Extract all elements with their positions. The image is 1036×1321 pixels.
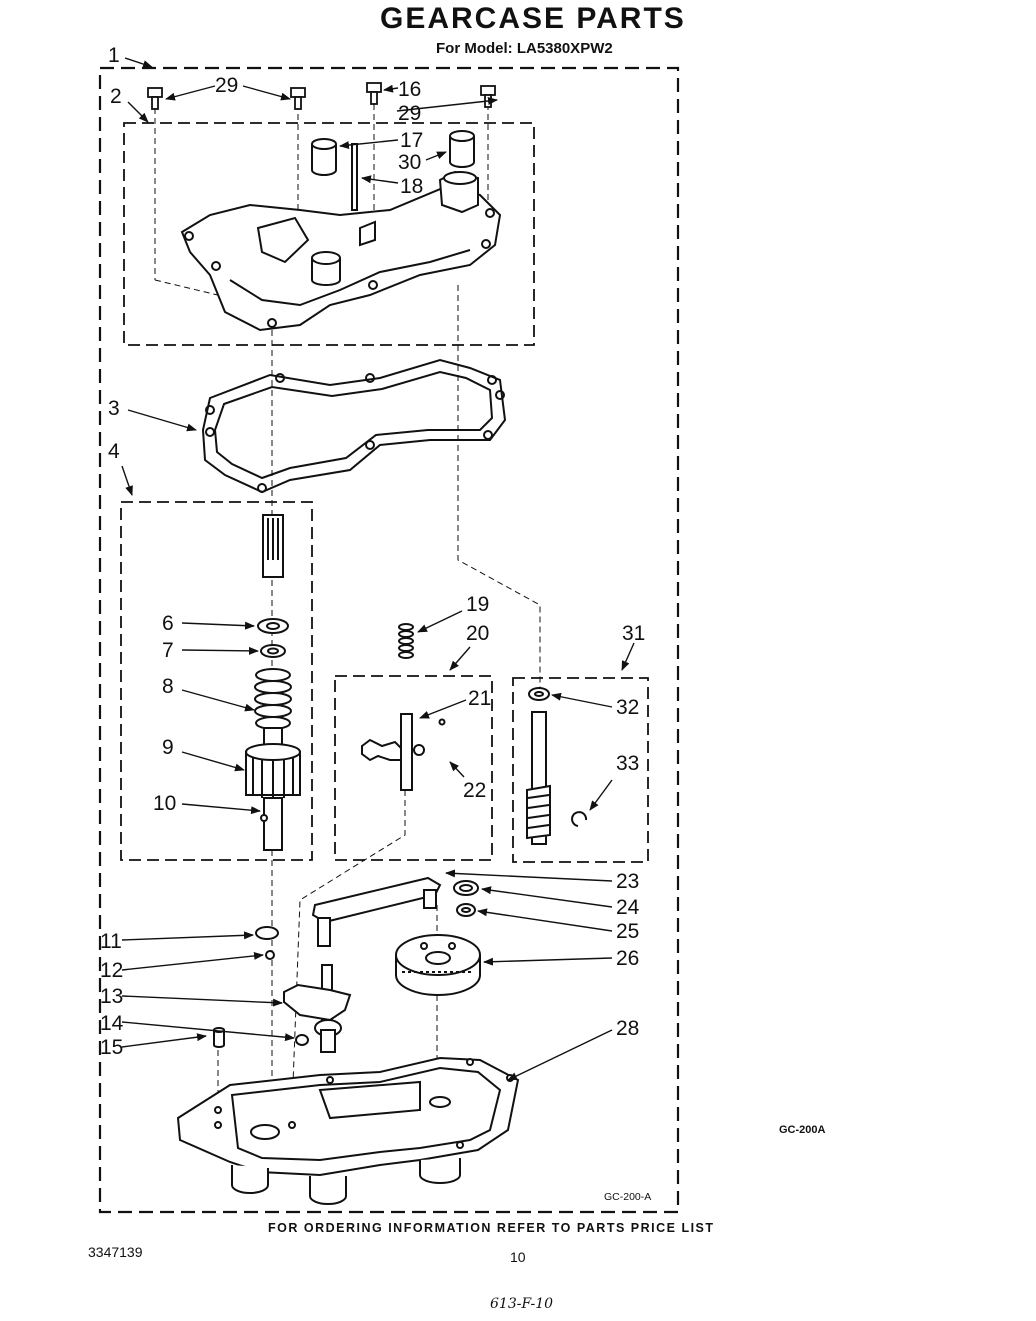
callout-2: 2 — [110, 85, 122, 108]
assembly-box-cover — [123, 122, 535, 346]
callout-3: 3 — [108, 397, 120, 420]
handwritten-note: 613-F-10 — [490, 1296, 554, 1312]
figure-code-inner: GC-200-A — [604, 1191, 652, 1203]
callout-numbers: 1 2 29 16 29 17 30 18 3 4 6 7 8 9 10 11 … — [100, 44, 645, 1059]
callout-31: 31 — [622, 622, 645, 645]
assembly-box-worm-shaft — [512, 677, 649, 863]
callout-19: 19 — [466, 593, 489, 616]
figure-code-side: GC-200A — [779, 1124, 826, 1136]
callout-11: 11 — [100, 930, 122, 953]
assembly-box-shift-fork — [334, 675, 493, 861]
pinion-parts — [245, 514, 301, 960]
shift-fork-parts — [361, 623, 446, 791]
callout-17: 17 — [400, 129, 423, 152]
cover-bolts — [147, 82, 496, 110]
callout-12: 12 — [100, 959, 123, 982]
main-gear — [395, 934, 481, 996]
callout-18: 18 — [400, 175, 423, 198]
callout-10: 10 — [153, 792, 176, 815]
callout-23: 23 — [616, 870, 639, 893]
callout-6: 6 — [162, 612, 174, 635]
callout-26: 26 — [616, 947, 639, 970]
callout-22: 22 — [463, 779, 486, 802]
leader-arrows — [121, 57, 635, 1081]
callout-7: 7 — [162, 639, 174, 662]
crank-link-parts — [311, 876, 479, 947]
agitate-shift-parts — [213, 964, 352, 1053]
gearcase-cover — [180, 170, 502, 332]
model-subtitle: For Model: LA5380XPW2 — [436, 40, 613, 57]
callout-1: 1 — [108, 44, 120, 67]
callout-28: 28 — [616, 1017, 639, 1040]
callout-30: 30 — [398, 151, 421, 174]
callout-29-left: 29 — [215, 74, 238, 97]
callout-20: 20 — [466, 622, 489, 645]
callout-13: 13 — [100, 985, 123, 1008]
worm-shaft-parts — [526, 687, 588, 845]
callout-14: 14 — [100, 1012, 124, 1035]
callout-8: 8 — [162, 675, 174, 698]
ordering-notice: FOR ORDERING INFORMATION REFER TO PARTS … — [268, 1221, 715, 1235]
callout-29-right: 29 — [398, 102, 421, 125]
page-title: GEARCASE PARTS — [380, 2, 686, 35]
callout-24: 24 — [616, 896, 640, 919]
callout-4: 4 — [108, 440, 120, 463]
callout-25: 25 — [616, 920, 639, 943]
page-number: 10 — [510, 1249, 526, 1265]
callout-32: 32 — [616, 696, 639, 719]
gearcase-gasket — [201, 358, 507, 494]
callout-15: 15 — [100, 1036, 123, 1059]
callout-9: 9 — [162, 736, 174, 759]
callout-33: 33 — [616, 752, 639, 775]
gearcase-base — [176, 1056, 520, 1205]
callout-21: 21 — [468, 687, 491, 710]
callout-16: 16 — [398, 78, 421, 101]
assembly-box-pinion — [120, 501, 313, 861]
document-number: 3347139 — [88, 1244, 143, 1260]
